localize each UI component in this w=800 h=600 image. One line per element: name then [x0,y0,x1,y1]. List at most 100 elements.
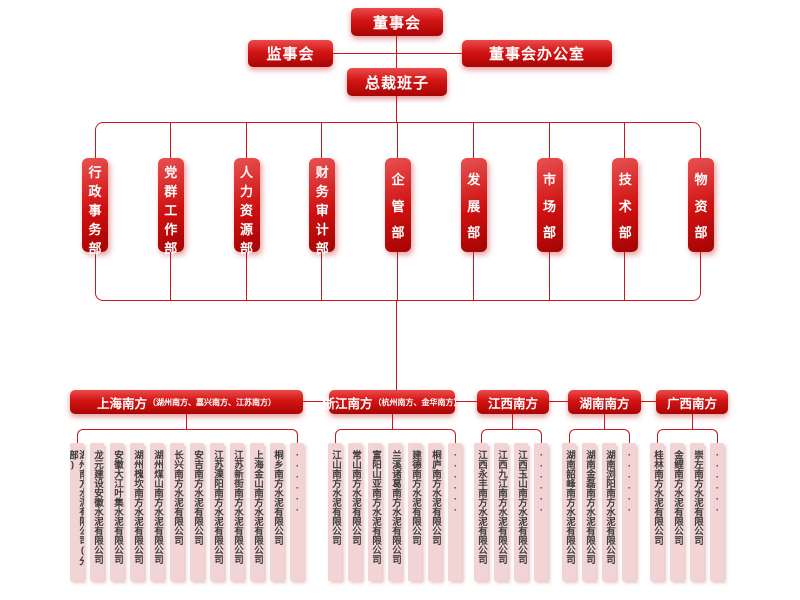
company-name: ······ [623,450,635,516]
company-group-hunan: 湖南韶峰南方水泥有限公司 湖南金磊南方水泥有限公司 湖南浏阳南方水泥有限公司 ·… [562,443,636,581]
node-supervisory-board-label: 监事会 [266,46,315,63]
department-label-char: 部 [164,241,178,256]
department-label-char: 企 [391,172,405,188]
department-label-char: 资 [239,203,253,218]
region-name: 江西南方 [487,396,538,411]
company-name: 崇左南方水泥有限公司 [691,450,703,545]
company-name: 湖南浏阳南方水泥有限公司 [603,450,615,564]
department-label: 发展部 [461,158,487,252]
connector-stem-zhejiang [392,414,393,429]
company-name: 江山南方水泥有限公司 [329,450,341,545]
company-name: 安吉南方水泥有限公司 [191,450,203,545]
company-name: ······ [291,450,303,516]
company-column: 安徽大江叶集水泥有限公司 [110,443,124,581]
company-column: ······ [290,443,304,581]
region-node-shanghai: 上海南方 （湖州南方、嘉兴南方、江苏南方） [70,390,303,414]
department-label: 物资部 [688,158,714,252]
connector-bus-guangxi [657,429,718,443]
company-group-jiangxi: 江西永丰南方水泥有限公司 江西九江南方水泥有限公司 江西玉山南方水泥有限公司 ·… [474,443,548,581]
connector-region-1-2 [303,401,329,402]
connector-region-3-4 [549,401,568,402]
connector-department-bottom-bus [95,252,701,301]
connector-bus-shanghai [77,429,298,443]
company-name: 兰溪诸葛南方水泥有限公司 [389,450,401,564]
department-label-char: 部 [542,224,556,240]
company-column: 江西玉山南方水泥有限公司 [514,443,528,581]
department-label-char: 部 [239,241,253,256]
company-name: 江西永丰南方水泥有限公司 [475,450,487,564]
department-label-char: 部 [315,241,329,256]
company-column: 桐乡南方水泥有限公司 [270,443,284,581]
department-label: 财务审计部 [309,158,335,256]
connector-region-4-5 [641,401,656,402]
department-label-char: 管 [391,198,405,214]
region-name: 上海南方 [96,396,147,411]
company-name: 金鲤南方水泥有限公司 [671,450,683,545]
company-column: 崇左南方水泥有限公司 [690,443,704,581]
company-group-guangxi: 桂林南方水泥有限公司 金鲤南方水泥有限公司 崇左南方水泥有限公司 ······ [650,443,724,581]
company-name: 长兴南方水泥有限公司 [171,450,183,545]
company-column: 湖南金磊南方水泥有限公司 [582,443,596,581]
department-label-char: 部 [618,224,632,240]
company-column: 桂林南方水泥有限公司 [650,443,664,581]
department-label: 行政事务部 [82,158,108,256]
company-name: 湖南韶峰南方水泥有限公司 [563,450,575,564]
department-label-char: 物 [694,172,708,188]
department-label-char: 务 [315,184,329,199]
node-president-team-label: 总裁班子 [364,74,429,92]
department-node: 市场部 [536,122,563,301]
company-name: 江苏新街南方水泥有限公司 [231,450,243,564]
company-column: 湖南韶峰南方水泥有限公司 [562,443,576,581]
company-group-zhejiang: 江山南方水泥有限公司 常山南方水泥有限公司 富阳山亚南方水泥有限公司 兰溪诸葛南… [328,443,462,581]
department-label-char: 行 [88,165,102,180]
connector-center-stem [396,300,397,390]
connector-bus-jiangxi [481,429,542,443]
company-group-shanghai: 湖州南方水泥有限公司(分部) 龙元建设安徽水泥有限公司 安徽大江叶集水泥有限公司… [70,443,304,581]
department-node: 企管部 [385,122,411,301]
department-label-char: 力 [239,184,253,199]
connector-stem-shanghai [186,414,187,429]
department-node: 技术部 [612,122,639,301]
connector-stem-hunan [604,414,605,429]
company-column: 富阳山亚南方水泥有限公司 [368,443,382,581]
company-column: 江西九江南方水泥有限公司 [494,443,508,581]
company-column: 湖州南方水泥有限公司(分部) [70,443,84,581]
department-label-char: 部 [391,224,405,240]
company-name: 上海金山南方水泥有限公司 [251,450,263,564]
node-board-office-label: 董事会办公室 [488,46,585,63]
connector-board-president [396,36,397,68]
department-label-char: 财 [315,165,329,180]
company-column: 金鲤南方水泥有限公司 [670,443,684,581]
department-label-char: 计 [315,222,329,237]
node-board-office: 董事会办公室 [462,40,612,67]
department-label-char: 审 [315,203,329,218]
company-name: ······ [535,450,547,516]
region-node-zhejiang: 浙江南方 （杭州南方、金华南方） [323,390,462,414]
department-label-char: 资 [694,198,708,214]
company-name: 常山南方水泥有限公司 [349,450,361,545]
company-name: 湖州南方水泥有限公司(分部) [70,450,84,566]
department-node: 人力资源部 [233,122,260,301]
company-column: 江西永丰南方水泥有限公司 [474,443,488,581]
department-label-char: 部 [467,224,481,240]
department-node: 发展部 [460,122,487,301]
department-label: 人力资源部 [234,158,260,256]
department-label-char: 市 [542,172,556,188]
company-name: 桐乡南方水泥有限公司 [271,450,283,545]
department-label-char: 政 [88,184,102,199]
department-label-char: 人 [239,165,253,180]
department-label-char: 群 [164,184,178,199]
connector-stem-jiangxi [512,414,513,429]
department-label: 党群工作部 [158,158,184,256]
company-name: 湖州槐坎南方水泥有限公司 [131,450,143,564]
department-label-char: 部 [694,224,708,240]
department-label-char: 作 [164,222,178,237]
department-row: 行政事务部 党群工作部 人力资源部 财务审计部 企管部 发展部 市场部 [82,122,714,301]
department-node: 物资部 [688,158,714,252]
company-column: 江苏新街南方水泥有限公司 [230,443,244,581]
company-column: 湖州槐坎南方水泥有限公司 [130,443,144,581]
region-node-jiangxi: 江西南方 [477,390,549,414]
department-label-char: 发 [467,172,481,188]
company-column: 湖南浏阳南方水泥有限公司 [602,443,616,581]
